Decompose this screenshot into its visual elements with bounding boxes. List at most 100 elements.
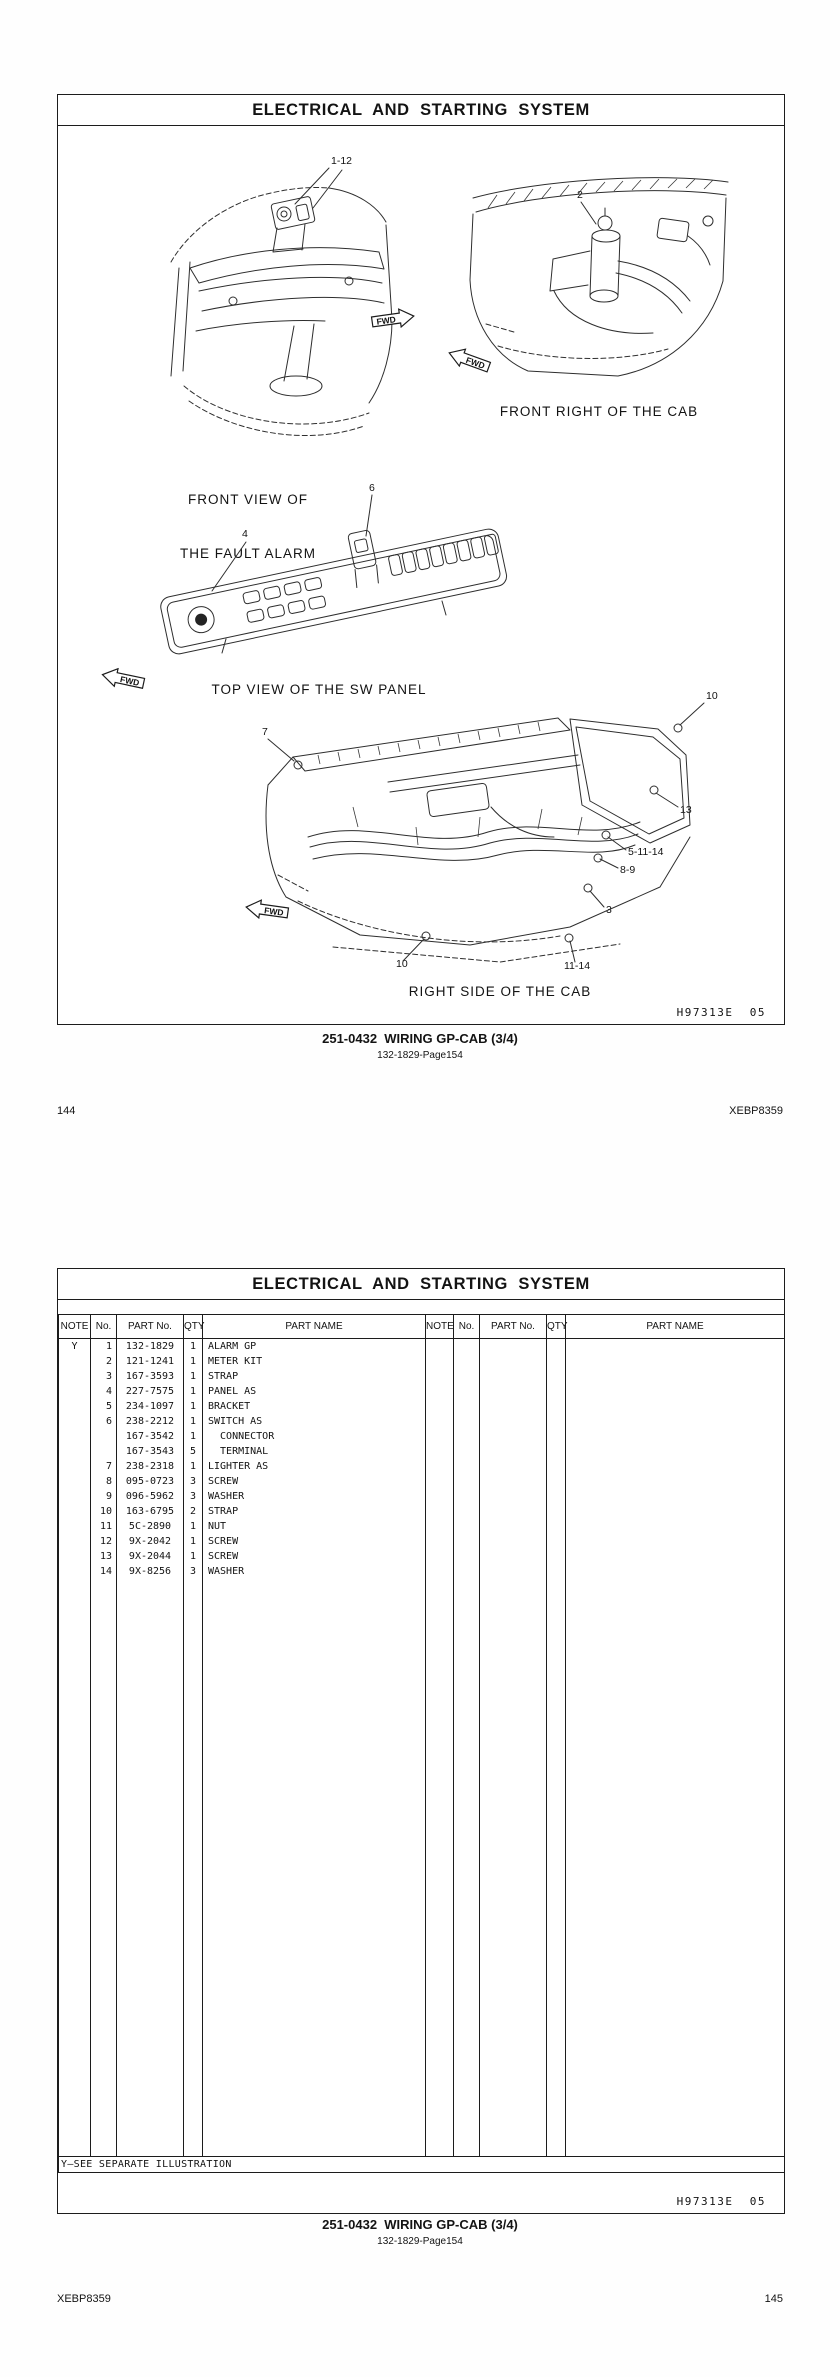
cell-no: 6 bbox=[90, 1414, 117, 1429]
cell-no: 10 bbox=[90, 1504, 117, 1519]
cell-note: Y bbox=[58, 1338, 91, 1354]
right-side-cab-linework bbox=[265, 702, 705, 963]
cell-no: 8 bbox=[90, 1474, 117, 1489]
cell-empty bbox=[565, 1429, 785, 1444]
cell-empty bbox=[565, 1504, 785, 1519]
page-title: ELECTRICAL AND STARTING SYSTEM bbox=[252, 1275, 590, 1293]
cell-part: 132-1829 bbox=[116, 1338, 184, 1354]
callout-10-lower: 10 bbox=[396, 958, 408, 970]
col-part-name-2: PART NAME bbox=[565, 1314, 785, 1339]
col-no: No. bbox=[90, 1314, 117, 1339]
callout-4: 4 bbox=[242, 528, 248, 540]
cell-empty bbox=[453, 1459, 480, 1474]
cell-note bbox=[58, 1354, 91, 1369]
cell-empty bbox=[453, 1414, 480, 1429]
cell-empty bbox=[425, 1354, 454, 1369]
cell-name: SCREW bbox=[202, 1534, 426, 1549]
cell-empty bbox=[425, 1549, 454, 1564]
cell-name: SWITCH AS bbox=[202, 1414, 426, 1429]
cell-no: 7 bbox=[90, 1459, 117, 1474]
cell-empty bbox=[453, 1444, 480, 1459]
cell-part: 238-2212 bbox=[116, 1414, 184, 1429]
cell-empty bbox=[546, 1459, 566, 1474]
cell-qty: 3 bbox=[183, 1474, 203, 1489]
caption-front-right-cab: FRONT RIGHT OF THE CAB bbox=[499, 404, 699, 419]
sw-panel-linework bbox=[160, 494, 508, 655]
cell-note bbox=[58, 1564, 91, 1579]
cell-part: 234-1097 bbox=[116, 1399, 184, 1414]
cell-empty bbox=[565, 1534, 785, 1549]
cell-name: NUT bbox=[202, 1519, 426, 1534]
drawing-reference: H97313E 05 bbox=[676, 1006, 766, 1019]
page1-figure-title: 251-0432 WIRING GP-CAB (3/4) bbox=[322, 1031, 518, 1046]
callout-11-14: 11-14 bbox=[564, 960, 590, 972]
cell-note bbox=[58, 1489, 91, 1504]
sw-panel-drawing-icon: 4 6 bbox=[160, 482, 508, 655]
cell-empty bbox=[546, 1504, 566, 1519]
callout-6: 6 bbox=[369, 482, 375, 494]
cell-empty bbox=[425, 1384, 454, 1399]
col-part-no: PART No. bbox=[116, 1314, 184, 1339]
cell-empty bbox=[453, 1429, 480, 1444]
cell-note bbox=[58, 1549, 91, 1564]
fault-alarm-drawing-icon: 1-12 bbox=[170, 155, 393, 436]
footnote-row: Y—SEE SEPARATE ILLUSTRATION bbox=[58, 2156, 785, 2173]
fwd-right-arrow-icon: FWD bbox=[370, 308, 415, 329]
cell-part: 227-7575 bbox=[116, 1384, 184, 1399]
cell-empty bbox=[479, 1549, 547, 1564]
parts-table: NOTE No. PART No. QTY PART NAME NOTE No.… bbox=[58, 1314, 785, 2173]
cell-name: SCREW bbox=[202, 1474, 426, 1489]
cell-part: 096-5962 bbox=[116, 1489, 184, 1504]
cell-empty bbox=[546, 1414, 566, 1429]
cell-no: 9 bbox=[90, 1489, 117, 1504]
cell-no bbox=[90, 1429, 117, 1444]
cell-empty bbox=[425, 1429, 454, 1444]
cell-name: METER KIT bbox=[202, 1354, 426, 1369]
cell-empty bbox=[479, 1399, 547, 1414]
cell-part: 121-1241 bbox=[116, 1354, 184, 1369]
cell-note bbox=[58, 1384, 91, 1399]
filler-cell bbox=[202, 1579, 426, 2157]
cell-name: ALARM GP bbox=[202, 1338, 426, 1354]
parts-table-tail: Y—SEE SEPARATE ILLUSTRATION bbox=[58, 1579, 785, 2173]
callout-8-9: 8-9 bbox=[620, 864, 635, 876]
cell-qty: 1 bbox=[183, 1459, 203, 1474]
cell-no: 1 bbox=[90, 1338, 117, 1354]
cell-empty bbox=[479, 1414, 547, 1429]
caption-right-side-cab: RIGHT SIDE OF THE CAB bbox=[408, 984, 592, 999]
cell-note bbox=[58, 1474, 91, 1489]
fwd-arrow-front-right: FWD bbox=[444, 343, 494, 378]
cell-no bbox=[90, 1444, 117, 1459]
filler-cell bbox=[453, 1579, 480, 2157]
col-part-name: PART NAME bbox=[202, 1314, 426, 1339]
page2-book-code: XEBP8359 bbox=[57, 2293, 111, 2305]
figure-front-right-cab: 2 bbox=[458, 160, 743, 395]
cell-empty bbox=[565, 1338, 785, 1354]
cell-name: STRAP bbox=[202, 1369, 426, 1384]
cell-empty bbox=[425, 1519, 454, 1534]
header-rule bbox=[58, 125, 784, 126]
cell-note bbox=[58, 1519, 91, 1534]
cell-part: 167-3543 bbox=[116, 1444, 184, 1459]
fwd-label: FWD bbox=[119, 674, 140, 688]
cell-empty bbox=[565, 1489, 785, 1504]
cell-qty: 1 bbox=[183, 1549, 203, 1564]
filler-cell bbox=[546, 1579, 566, 2157]
cell-empty bbox=[453, 1564, 480, 1579]
cell-empty bbox=[546, 1519, 566, 1534]
parts-table-head: NOTE No. PART No. QTY PART NAME NOTE No.… bbox=[58, 1314, 785, 1339]
filler-cell bbox=[116, 1579, 184, 2157]
filler-row bbox=[58, 1579, 785, 2157]
cell-empty bbox=[453, 1338, 480, 1354]
callout-2: 2 bbox=[577, 189, 583, 201]
drawing-reference: H97313E 05 bbox=[676, 2195, 766, 2208]
cell-part: 167-3593 bbox=[116, 1369, 184, 1384]
page-title: ELECTRICAL AND STARTING SYSTEM bbox=[252, 101, 590, 119]
cell-name: STRAP bbox=[202, 1504, 426, 1519]
callout-13: 13 bbox=[680, 804, 692, 816]
